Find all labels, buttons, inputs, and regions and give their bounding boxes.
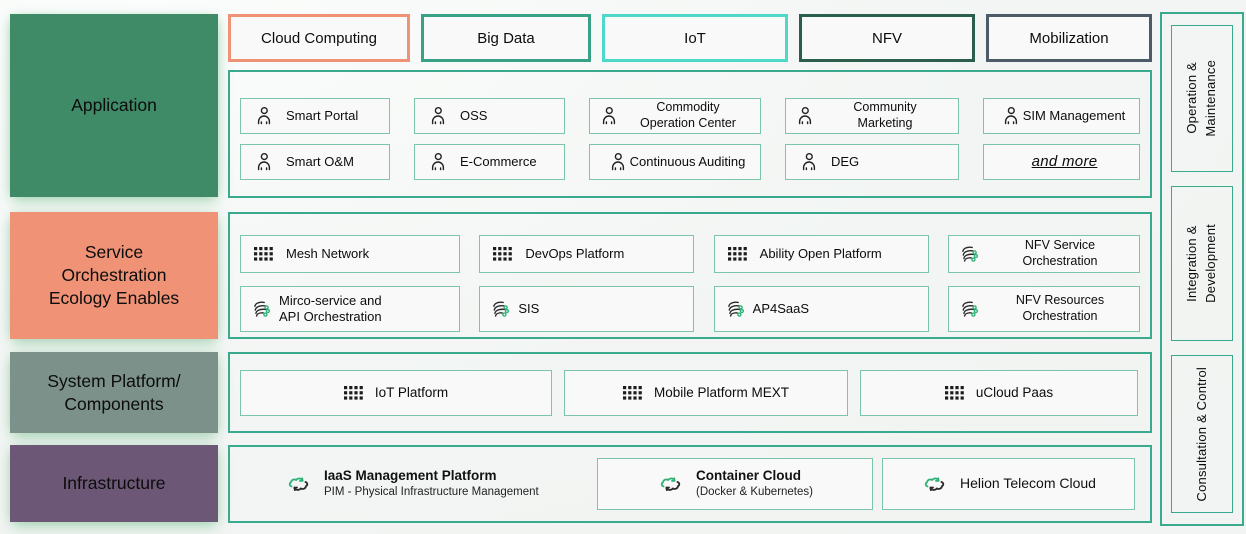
tab-cloud-computing: Cloud Computing [228,14,410,62]
infra-item-subtitle: PIM - Physical Infrastructure Management [324,485,539,498]
app-item-label: E-Commerce [460,153,537,169]
app-item-label: Continuous Auditing [629,153,746,169]
user-icon [602,106,616,125]
app-item-deg: DEG [785,144,959,180]
infra-item-title: Helion Telecom Cloud [960,475,1096,492]
grid-dots-icon [343,386,363,400]
infrastructure-section: IaaS Management Platform PIM - Physical … [228,445,1152,523]
app-item-label: DEG [831,153,860,169]
rail-label: Consultation & Control [1193,366,1209,502]
tab-big-data: Big Data [421,14,591,62]
right-rail: Operation & Maintenance Integration & De… [1160,12,1244,526]
app-item-label: OSS [460,107,488,123]
system-platform-section: IoT Platform Mobile Platform MEXT uCloud… [228,352,1152,433]
infra-item-title: Container Cloud [696,468,802,484]
service-mesh-icon [254,301,271,317]
svc-item-nfv-resources-orchestration: NFV Resources Orchestration [947,286,1140,332]
app-item-e-commerce: E-Commerce [414,144,565,180]
app-item-label: Smart O&M [286,153,354,169]
svc-item-label: DevOps Platform [525,245,625,261]
infra-item-container-cloud: Container Cloud (Docker & Kubernetes) [597,458,873,510]
svc-item-nfv-service-orchestration: NFV Service Orchestration [947,235,1140,273]
grid-dots-icon [493,247,513,261]
svc-item-label: SIS [518,300,540,316]
rail-integration-development: Integration & Development [1171,186,1233,341]
app-item-sim-management: SIM Management [983,98,1140,134]
sys-item-label: Mobile Platform MEXT [653,384,790,400]
svc-item-devops-platform: DevOps Platform [479,235,695,273]
user-icon [257,106,271,125]
app-item-label: SIM Management [1022,107,1126,123]
service-mesh-icon [727,301,744,317]
rail-label: Operation & Maintenance [1184,60,1218,137]
svc-item-sis: SIS [479,286,695,332]
grid-dots-icon [727,247,747,261]
layer-service-orchestration: Service Orchestration Ecology Enables [10,212,218,339]
app-item-label: Commodity Operation Center [640,100,736,130]
technology-tabs: Cloud Computing Big Data IoT NFV Mobiliz… [228,14,1152,62]
service-mesh-icon [962,301,979,317]
app-item-and-more: and more [983,144,1140,180]
service-mesh-icon [493,301,510,317]
app-item-community-marketing: Community Marketing [785,98,959,134]
svc-item-label: Mesh Network [286,245,370,261]
user-icon [798,106,812,125]
sys-item-iot-platform: IoT Platform [240,370,552,416]
svc-item-label: Mirco-service and API Orchestration [279,292,382,324]
grid-dots-icon [944,386,964,400]
app-item-oss: OSS [414,98,565,134]
app-item-smart-portal: Smart Portal [240,98,390,134]
cloud-sync-icon [660,477,681,491]
cloud-sync-icon [288,477,309,491]
tab-iot: IoT [602,14,788,62]
infra-item-subtitle: (Docker & Kubernetes) [696,485,813,498]
tab-mobilization: Mobilization [986,14,1152,62]
infra-item-helion-telecom-cloud: Helion Telecom Cloud [882,458,1135,510]
svc-item-ap4saas: AP4SaaS [713,286,929,332]
app-item-label: Community Marketing [853,100,917,130]
layer-application: Application [10,14,218,197]
app-item-label: Smart Portal [286,107,359,123]
rail-label: Integration & Development [1184,224,1218,303]
svc-item-label: NFV Resources Orchestration [1015,293,1105,323]
user-icon [611,152,624,171]
service-orchestration-section: Mesh Network DevOps Platform Ability Ope… [228,212,1152,339]
svc-item-label: AP4SaaS [752,300,810,316]
tab-nfv: NFV [799,14,975,62]
grid-dots-icon [622,386,642,400]
svc-item-mesh-network: Mesh Network [240,235,460,273]
cloud-sync-icon [924,477,945,491]
svc-item-label: Ability Open Platform [759,245,882,261]
rail-consultation-control: Consultation & Control [1171,355,1233,513]
service-mesh-icon [962,246,979,262]
user-icon [431,152,445,171]
sys-item-label: IoT Platform [374,384,449,400]
svc-item-ability-open-platform: Ability Open Platform [713,235,929,273]
layer-system-platform: System Platform/ Components [10,352,218,433]
sys-item-mobile-platform-mext: Mobile Platform MEXT [564,370,848,416]
svc-item-label: NFV Service Orchestration [1022,238,1098,268]
user-icon [1004,106,1017,125]
rail-operation-maintenance: Operation & Maintenance [1171,25,1233,172]
app-item-smart-om: Smart O&M [240,144,390,180]
grid-dots-icon [254,247,273,261]
sys-item-ucloud-paas: uCloud Paas [860,370,1138,416]
user-icon [802,152,816,171]
app-item-commodity-operation-center: Commodity Operation Center [589,98,761,134]
user-icon [431,106,445,125]
sys-item-label: uCloud Paas [975,384,1054,400]
layer-infrastructure: Infrastructure [10,445,218,522]
app-item-label: and more [1031,152,1098,170]
svc-item-micro-service-api-orchestration: Mirco-service and API Orchestration [240,286,460,332]
application-section: Smart Portal OSS Commodity Operation Cen… [228,70,1152,198]
infra-item-title: IaaS Management Platform [324,468,497,484]
infra-item-iaas-management-platform: IaaS Management Platform PIM - Physical … [285,458,539,510]
app-item-continuous-auditing: Continuous Auditing [589,144,761,180]
user-icon [257,152,271,171]
